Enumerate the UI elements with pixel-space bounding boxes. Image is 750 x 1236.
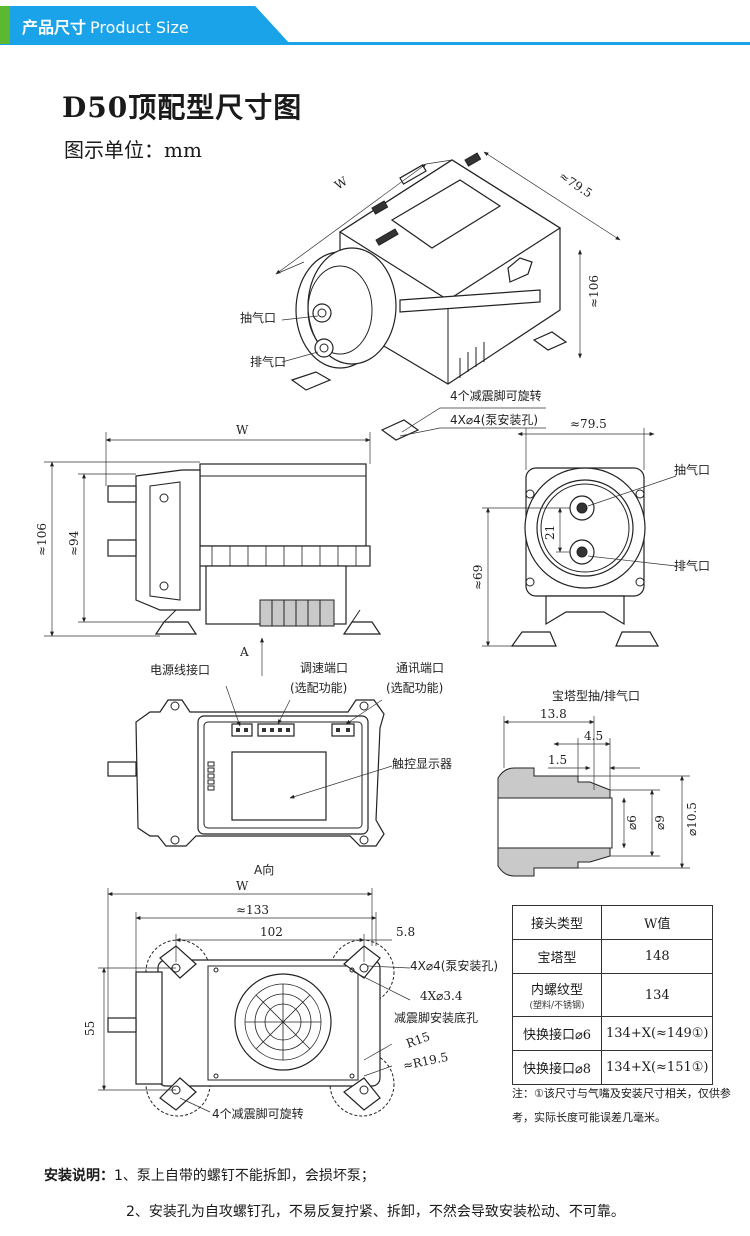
top-label-speed-sub: (选配功能) (290, 681, 347, 695)
header-title-en: Product Size (90, 18, 189, 37)
spec-value: 134+X(≈151①) (600, 1050, 714, 1085)
side-dim-height: ≈69 (471, 565, 485, 590)
front-dim-w: W (236, 423, 249, 437)
top-label-power: 电源线接口 (150, 662, 210, 677)
install-lead: 安装说明： (44, 1168, 114, 1184)
side-view (482, 428, 677, 647)
bottom-label-feet-holes-sub: 减震脚安装底孔 (394, 1010, 478, 1025)
bottom-dim-r195: ≈R19.5 (402, 1050, 450, 1073)
units-label: 图示单位：mm (64, 138, 202, 162)
top-view (107, 685, 393, 847)
spec-value: 134+X(≈149①) (600, 1016, 714, 1051)
front-pump-head (135, 469, 201, 611)
install-line-2: 2、安装孔为自攻螺钉孔，不易反复拧紧、拆卸，不然会导致安装松动、不可靠。 (126, 1204, 625, 1220)
top-label-speed: 调速端口 (300, 661, 348, 675)
footnote: 注：①该尺寸与气嘴及安装尺寸相关，仅供参考，实际长度可能误差几毫米。 (512, 1087, 731, 1124)
front-arrow-a: A (239, 645, 249, 659)
spec-type-cell: 内螺纹型 (塑料/不锈钢) (512, 973, 602, 1017)
iso-label-holes: 4X⌀4(泵安装孔) (450, 412, 538, 427)
iso-label-inlet: 抽气口 (240, 310, 276, 325)
spec-type-sub: (塑料/不锈钢) (529, 1001, 585, 1011)
front-dim-94: ≈94 (67, 530, 81, 556)
side-dim-width: ≈79.5 (570, 417, 607, 431)
spec-value: 148 (600, 939, 714, 974)
spec-type: 宝塔型 (512, 939, 602, 974)
bottom-label-holes: 4X⌀4(泵安装孔) (410, 958, 498, 973)
spec-header-row: 接头类型 W值 (512, 905, 714, 940)
page-title: D50顶配型尺寸图 (62, 91, 303, 124)
spec-header-w: W值 (600, 905, 714, 940)
barb-dim-d9: ⌀9 (653, 815, 667, 830)
spec-header-type: 接头类型 (512, 905, 602, 940)
bottom-dim-r15: R15 (404, 1029, 432, 1050)
barb-detail (497, 716, 690, 877)
spec-type: 快换接口⌀6 (512, 1016, 602, 1051)
bottom-label-feet-holes: 4X⌀3.4 (420, 989, 463, 1003)
top-display (231, 751, 327, 821)
spec-type: 快换接口⌀8 (512, 1050, 602, 1085)
barb-title: 宝塔型抽/排气口 (552, 688, 640, 703)
bottom-feet (159, 945, 381, 1111)
top-label-display: 触控显示器 (392, 757, 452, 771)
barb-dim-d105: ⌀10.5 (685, 802, 699, 836)
spec-table: 接头类型 W值 宝塔型 148 内螺纹型 (塑料/不锈钢) 134 快换接口⌀6 … (512, 905, 714, 1085)
table-row: 快换接口⌀8 134+X(≈151①) (512, 1050, 714, 1085)
bottom-label-feet: 4个减震脚可旋转 (212, 1106, 304, 1121)
side-label-inlet: 抽气口 (674, 462, 710, 477)
bottom-dim-58: 5.8 (396, 925, 415, 939)
front-dim-106: ≈106 (35, 523, 49, 556)
iso-label-feet: 4个减震脚可旋转 (450, 388, 542, 403)
iso-view (275, 151, 621, 441)
bottom-dim-102: 102 (260, 925, 283, 939)
table-row: 快换接口⌀6 134+X(≈149①) (512, 1016, 714, 1051)
bottom-dim-w: W (236, 879, 249, 893)
barb-dim-45: 4.5 (584, 729, 603, 743)
iso-dim-w: W (332, 174, 351, 193)
iso-dim-height: ≈106 (587, 275, 601, 308)
barb-dim-138: 13.8 (540, 707, 567, 721)
front-view (44, 432, 382, 676)
barb-dim-d6: ⌀6 (625, 815, 639, 830)
table-row: 宝塔型 148 (512, 939, 714, 974)
iso-dim-length: ≈79.5 (556, 169, 594, 201)
header-accent-bar (0, 6, 10, 44)
top-label-comm-sub: (选配功能) (386, 681, 443, 695)
bottom-view (98, 888, 411, 1117)
side-dim-spacing: 21 (543, 525, 557, 540)
bottom-dim-55: 55 (83, 1021, 97, 1036)
side-label-outlet: 排气口 (674, 558, 710, 573)
install-line-1: 1、泵上自带的螺钉不能拆卸，会损坏泵； (114, 1168, 375, 1184)
iso-label-outlet: 排气口 (250, 354, 286, 369)
header-tab (0, 6, 290, 44)
table-row: 内螺纹型 (塑料/不锈钢) 134 (512, 973, 714, 1017)
front-body (199, 463, 367, 547)
install-notes: 安装说明：1、泵上自带的螺钉不能拆卸，会损坏泵； 2、安装孔为自攻螺钉孔，不易反… (44, 1158, 625, 1230)
top-label-comm: 通讯端口 (396, 661, 444, 675)
header-title-cn: 产品尺寸 (22, 18, 87, 37)
barb-dim-15: 1.5 (548, 753, 567, 767)
bottom-dim-133: ≈133 (236, 903, 269, 917)
header-underline (0, 42, 750, 45)
spec-type: 内螺纹型 (530, 983, 583, 998)
bottom-title: A向 (254, 862, 274, 877)
spec-value: 134 (600, 973, 714, 1017)
